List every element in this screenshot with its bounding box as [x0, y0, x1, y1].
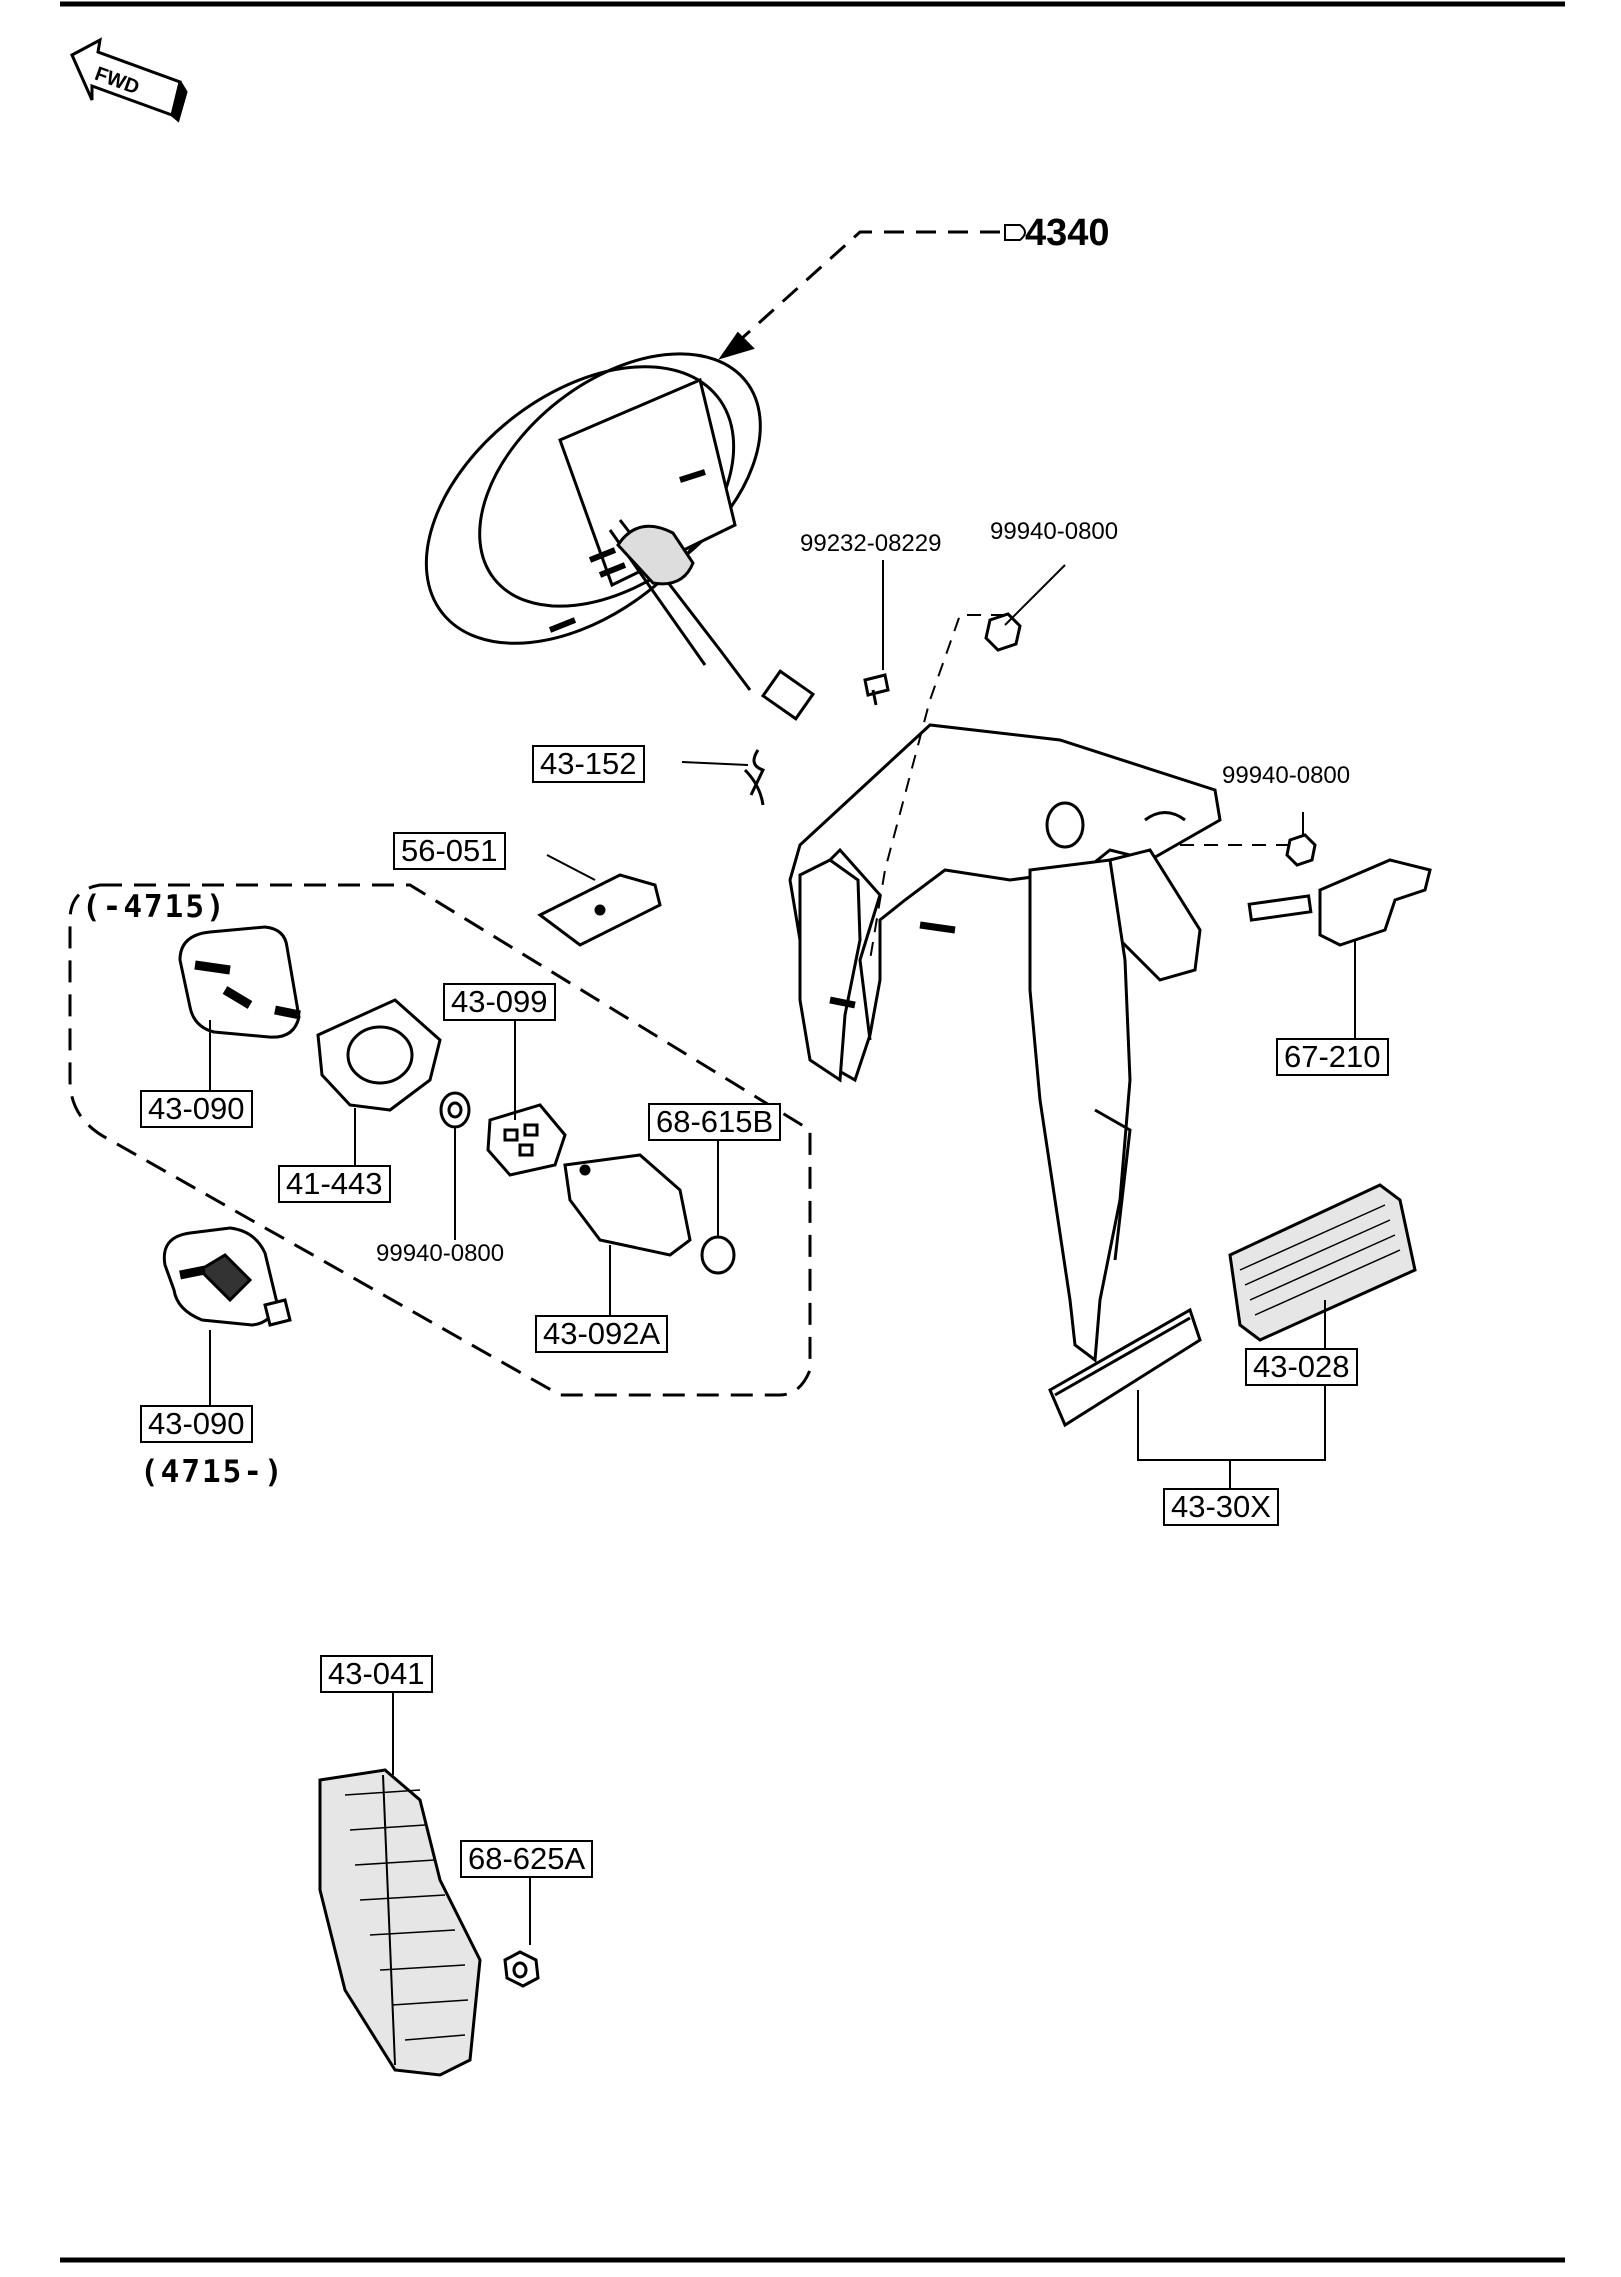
label-68-625a[interactable]: 68-625A — [460, 1840, 594, 1878]
switch-plate-lower — [162, 1226, 292, 1327]
switch-icon — [486, 1103, 567, 1177]
label-67-210[interactable]: 67-210 — [1276, 1038, 1389, 1076]
brake-light-switch — [1247, 858, 1432, 947]
label-56-051[interactable]: 56-051 — [393, 832, 506, 870]
nut-68-615b-icon — [700, 1235, 736, 1275]
clevis-clip — [743, 749, 766, 806]
label-43-028[interactable]: 43-028 — [1245, 1348, 1358, 1386]
label-41-443[interactable]: 41-443 — [278, 1165, 391, 1203]
fwd-arrow-icon — [70, 37, 188, 123]
label-43-090-lower[interactable]: 43-090 — [140, 1405, 253, 1443]
leader-lines — [209, 560, 1356, 1945]
accelerator-pedal — [318, 1768, 482, 2077]
switch-plate-upper — [178, 925, 301, 1039]
label-43-099[interactable]: 43-099 — [443, 983, 556, 1021]
nut-small-icon — [439, 1091, 471, 1129]
label-68-615b[interactable]: 68-615B — [648, 1103, 782, 1141]
gasket-icon — [316, 998, 442, 1112]
label-99940-0800-top: 99940-0800 — [990, 518, 1119, 545]
variant-group-border — [68, 883, 812, 1397]
pedal-bracket — [788, 723, 1222, 1083]
nut-icon — [984, 612, 1317, 867]
range-before: (-4715) — [82, 889, 227, 925]
label-43-092a[interactable]: 43-092A — [535, 1315, 669, 1353]
label-43-30x[interactable]: 43-30X — [1163, 1488, 1279, 1526]
brake-pedal-arm — [1028, 858, 1202, 1428]
pad-plate — [537, 873, 662, 947]
label-99940-0800-right: 99940-0800 — [1222, 762, 1351, 789]
label-43-090-upper[interactable]: 43-090 — [140, 1090, 253, 1128]
label-99232-08229: 99232-08229 — [800, 530, 942, 557]
bolt-icon — [863, 673, 890, 706]
label-99940-0800-lower: 99940-0800 — [376, 1240, 505, 1267]
label-43-152[interactable]: 43-152 — [532, 745, 645, 783]
brake-pedal-pad — [1228, 1183, 1417, 1342]
switch-bracket-plate — [563, 1153, 692, 1257]
reference-arrow — [718, 224, 1026, 360]
label-43-041[interactable]: 43-041 — [320, 1655, 433, 1693]
nut-68-625a-icon — [503, 1950, 540, 1988]
reference-4340[interactable]: 4340 — [1025, 212, 1110, 254]
range-after: (4715-) — [140, 1454, 285, 1490]
brake-booster — [424, 352, 816, 721]
